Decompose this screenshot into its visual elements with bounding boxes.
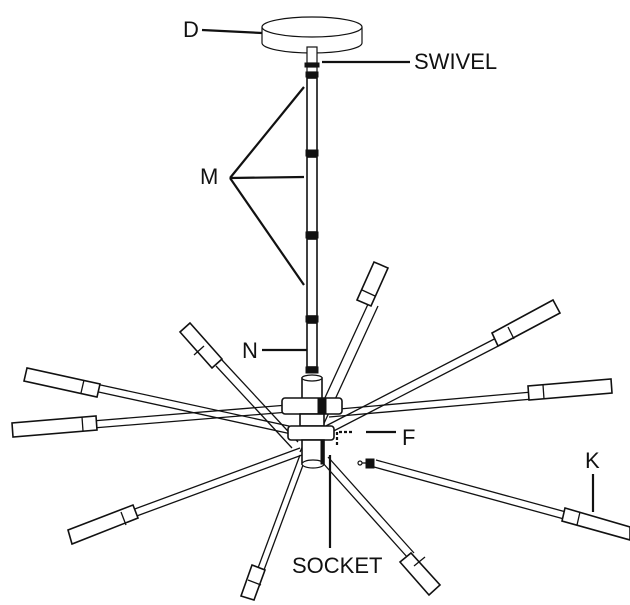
callout-socket: SOCKET: [292, 455, 382, 578]
svg-text:F: F: [402, 425, 415, 450]
short-rod: [305, 322, 319, 374]
canopy: [261, 16, 363, 54]
svg-text:M: M: [200, 164, 218, 189]
svg-text:N: N: [242, 338, 258, 363]
svg-text:K: K: [585, 448, 600, 473]
arm-right: [327, 378, 613, 418]
callout-n: N: [242, 338, 307, 363]
central-hub: [281, 374, 343, 469]
stem-rod-3: [305, 238, 319, 323]
svg-text:SWIVEL: SWIVEL: [414, 49, 497, 74]
detached-arm: [357, 458, 630, 541]
svg-text:SOCKET: SOCKET: [292, 553, 382, 578]
callout-m: M: [200, 86, 305, 286]
arm-upper-left: [178, 321, 299, 449]
arm-upper-right: [317, 298, 562, 438]
arm-left: [11, 403, 302, 438]
callout-f: F: [335, 425, 415, 450]
svg-text:D: D: [183, 17, 199, 42]
arm-down: [239, 454, 307, 601]
arm-upper-left-long: [23, 367, 299, 436]
arm-lower-left: [67, 447, 303, 546]
callout-k: K: [585, 448, 600, 512]
swivel: [304, 46, 320, 78]
stem-rod-2: [305, 156, 319, 239]
arm-lower-right: [321, 456, 442, 597]
stem-rod-1: [305, 77, 319, 157]
callout-d: D: [183, 17, 263, 42]
callout-swivel: SWIVEL: [322, 49, 497, 74]
